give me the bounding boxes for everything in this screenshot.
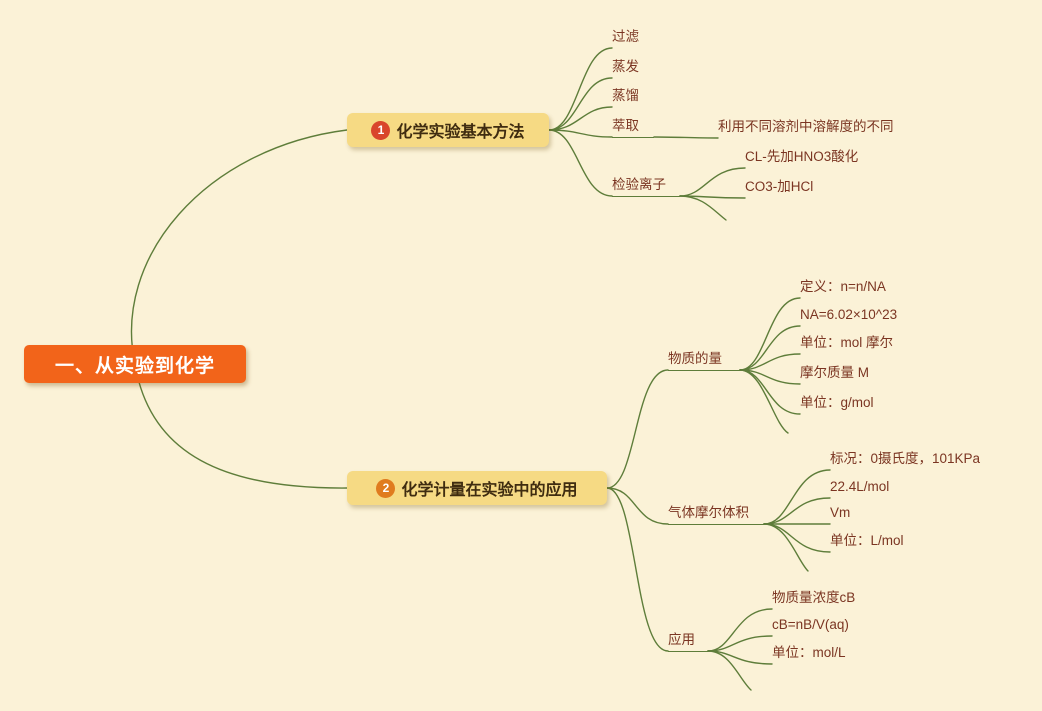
node-concentration-unit[interactable]: 单位：mol/L xyxy=(772,645,846,660)
node-extraction[interactable]: 萃取 xyxy=(612,117,654,138)
node-evaporation[interactable]: 蒸发 xyxy=(612,59,639,74)
node-amount-unit[interactable]: 单位：mol 摩尔 xyxy=(800,335,894,350)
branch-chemical-measurement[interactable]: 2 化学计量在实验中的应用 xyxy=(347,471,607,505)
node-ion-test[interactable]: 检验离子 xyxy=(612,176,680,197)
node-224-l-mol[interactable]: 22.4L/mol xyxy=(830,479,890,494)
node-cb-formula[interactable]: cB=nB/V(aq) xyxy=(772,617,849,632)
node-gas-molar-volume[interactable]: 气体摩尔体积 xyxy=(668,504,764,525)
root-node[interactable]: 一、从实验到化学 xyxy=(24,345,246,383)
node-vm[interactable]: Vm xyxy=(830,505,851,520)
node-ion-test-co3[interactable]: CO3-加HCl xyxy=(745,179,814,194)
node-amount-of-substance[interactable]: 物质的量 xyxy=(668,350,740,371)
node-molar-mass-unit[interactable]: 单位：g/mol xyxy=(800,395,874,410)
node-application[interactable]: 应用 xyxy=(668,631,708,652)
branch2-label: 化学计量在实验中的应用 xyxy=(401,482,578,499)
node-molar-mass[interactable]: 摩尔质量 M xyxy=(800,365,869,380)
node-amount-definition[interactable]: 定义：n=n/NA xyxy=(800,279,886,294)
branch-basic-experiment-methods[interactable]: 1 化学实验基本方法 xyxy=(347,113,549,147)
node-molar-volume-unit[interactable]: 单位：L/mol xyxy=(830,533,904,548)
node-ion-test-cl[interactable]: CL-先加HNO3酸化 xyxy=(745,149,859,164)
branch1-number-badge: 1 xyxy=(371,120,391,140)
node-distillation[interactable]: 蒸馏 xyxy=(612,88,639,103)
branch2-number-badge: 2 xyxy=(376,478,396,498)
root-label: 一、从实验到化学 xyxy=(54,355,215,377)
branch1-label: 化学实验基本方法 xyxy=(396,124,525,141)
node-filtration[interactable]: 过滤 xyxy=(612,29,639,44)
node-extraction-note[interactable]: 利用不同溶剂中溶解度的不同 xyxy=(718,119,894,134)
node-standard-conditions[interactable]: 标况：0摄氏度，101KPa xyxy=(830,451,981,466)
node-concentration-cb[interactable]: 物质量浓度cB xyxy=(772,590,856,605)
node-avogadro-constant[interactable]: NA=6.02×10^23 xyxy=(800,307,898,322)
